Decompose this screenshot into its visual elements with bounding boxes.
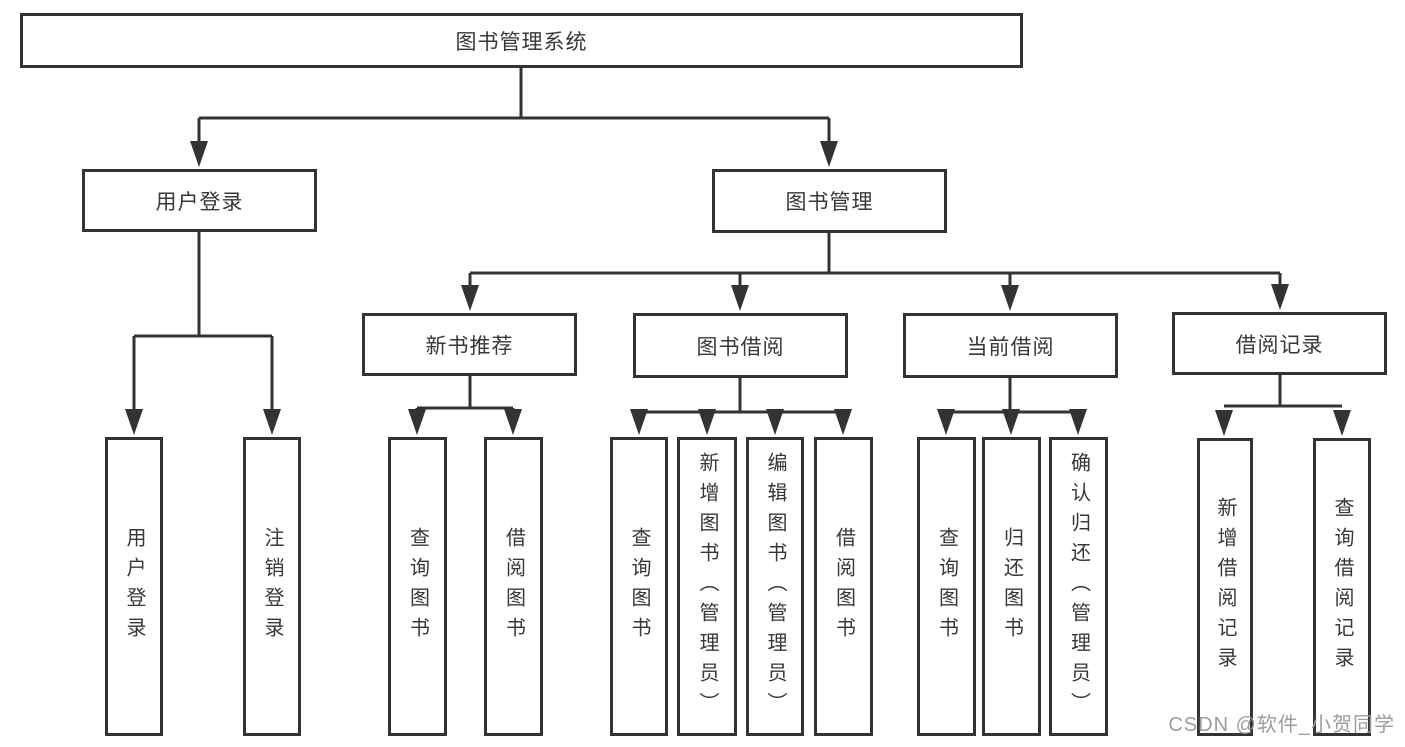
- node-leaf-borrow-book: 借阅图书: [814, 437, 873, 736]
- node-user-login: 用户登录: [82, 169, 317, 232]
- node-current-borrow: 当前借阅: [903, 313, 1118, 378]
- node-leaf-query-book-borrow: 查询图书: [610, 437, 668, 736]
- node-library-management-system: 图书管理系统: [20, 13, 1023, 68]
- node-book-management: 图书管理: [712, 169, 947, 233]
- connector-user-login-to-leaves: [132, 231, 274, 414]
- connector-borrow-record-to-leaves: [1224, 374, 1342, 408]
- node-leaf-query-book-recommend: 查询图书: [388, 437, 447, 736]
- node-leaf-query-borrow-record: 查询借阅记录: [1313, 438, 1371, 736]
- node-book-borrow: 图书借阅: [633, 313, 848, 378]
- node-leaf-logout: 注销登录: [243, 437, 301, 736]
- connector-current-borrow-to-leaves: [946, 377, 1078, 414]
- node-leaf-return-book: 归还图书: [982, 437, 1041, 736]
- node-leaf-user-login: 用户登录: [105, 437, 163, 736]
- watermark: CSDN @软件_小贺同学: [1168, 714, 1395, 736]
- node-leaf-borrow-book-recommend: 借阅图书: [484, 437, 543, 736]
- node-leaf-query-book-current: 查询图书: [917, 437, 976, 736]
- connector-root-to-level2: [197, 66, 831, 148]
- node-leaf-add-borrow-record: 新增借阅记录: [1197, 438, 1253, 736]
- node-borrow-record: 借阅记录: [1172, 312, 1387, 375]
- node-leaf-edit-book-admin: 编辑图书（管理员）: [746, 437, 804, 736]
- node-new-book-recommend: 新书推荐: [362, 313, 577, 376]
- arrowheads: [125, 141, 1351, 436]
- connector-book-management-to-level3: [468, 232, 1282, 292]
- connector-book-borrow-to-leaves: [639, 377, 843, 414]
- node-leaf-confirm-return-admin: 确认归还（管理员）: [1049, 437, 1108, 736]
- node-leaf-add-book-admin: 新增图书（管理员）: [677, 437, 737, 736]
- connector-new-book-to-leaves: [415, 376, 515, 416]
